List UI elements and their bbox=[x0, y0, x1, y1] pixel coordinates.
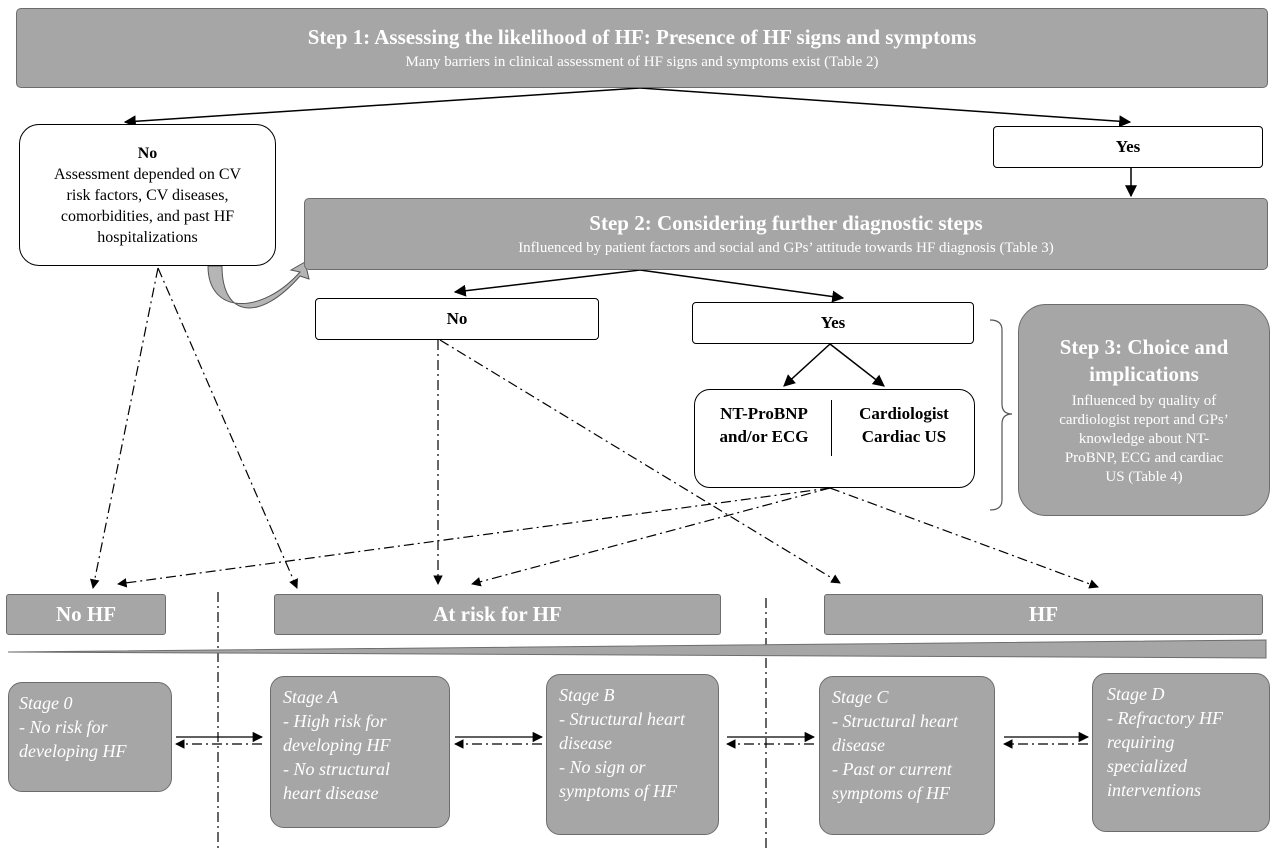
step2-title: Step 2: Considering further diagnostic s… bbox=[589, 210, 983, 235]
step1-no-title: No bbox=[137, 144, 158, 162]
step2-yes-label: Yes bbox=[820, 313, 846, 332]
arrow-step1-to-no bbox=[123, 87, 641, 128]
outcome-hf: HF bbox=[824, 594, 1263, 635]
arrow-step1-to-yes bbox=[639, 87, 1132, 128]
step1-no-line-1: Assessment depended on CV bbox=[53, 165, 242, 183]
dashdot-tests-to-nohf bbox=[117, 487, 831, 588]
stage-d-line-2: requiring bbox=[1107, 732, 1175, 752]
stage-c-box: Stage C - Structural heart disease - Pas… bbox=[819, 676, 995, 835]
stage-c-line-2: disease bbox=[832, 735, 885, 755]
step3-body-line-4: ProBNP, ECG and cardiac bbox=[1064, 449, 1224, 466]
stage-d-box: Stage D - Refractory HF requiring specia… bbox=[1092, 673, 1270, 832]
step1-no-box: No Assessment depended on CV risk factor… bbox=[19, 124, 276, 266]
stage-a-line-3: - No structural bbox=[283, 759, 391, 779]
stage-a-box: Stage A - High risk for developing HF - … bbox=[270, 676, 450, 828]
stage-0-line-2: developing HF bbox=[19, 741, 127, 761]
step3-bracket bbox=[989, 319, 1013, 511]
test-cardiologist-line-1: Cardiologist bbox=[859, 404, 949, 423]
stage-c-line-4: symptoms of HF bbox=[832, 783, 950, 803]
stage-b-line-3: - No sign or bbox=[559, 757, 646, 777]
step1-no-line-2: risk factors, CV diseases, bbox=[66, 186, 229, 204]
test-cardiologist-line-2: Cardiac US bbox=[861, 427, 947, 446]
arrow-step2-to-no bbox=[453, 269, 641, 297]
stage-0-box: Stage 0 - No risk for developing HF bbox=[8, 682, 172, 792]
step1-box: Step 1: Assessing the likelihood of HF: … bbox=[16, 8, 1268, 88]
arrow-yes-to-cardiologist bbox=[829, 343, 885, 387]
step1-yes-box: Yes bbox=[993, 126, 1263, 168]
step3-title-line-2: implications bbox=[1089, 361, 1199, 386]
step3-box: Step 3: Choice and implications Influenc… bbox=[1018, 304, 1270, 516]
stage-d-line-3: specialized bbox=[1107, 756, 1187, 776]
step1-subtitle: Many barriers in clinical assessment of … bbox=[405, 53, 879, 70]
step1-no-line-4: hospitalizations bbox=[97, 228, 198, 246]
tests-box: NT-ProBNP and/or ECG Cardiologist Cardia… bbox=[694, 389, 975, 488]
dashdot-no1-to-nohf bbox=[90, 267, 159, 589]
stage-0-line-1: - No risk for bbox=[19, 717, 108, 737]
arrow-step2-to-yes bbox=[639, 269, 845, 303]
stage-c-line-3: - Past or current bbox=[832, 759, 952, 779]
stage-d-line-1: - Refractory HF bbox=[1107, 708, 1223, 728]
step1-title: Step 1: Assessing the likelihood of HF: … bbox=[307, 24, 977, 49]
step2-box: Step 2: Considering further diagnostic s… bbox=[304, 198, 1268, 270]
stage-c-name: Stage C bbox=[832, 687, 889, 707]
step1-yes-label: Yes bbox=[1115, 137, 1141, 156]
stage-a-line-4: heart disease bbox=[283, 783, 379, 803]
test-ntprobnp-line-1: NT-ProBNP bbox=[720, 404, 808, 423]
stage-b-line-4: symptoms of HF bbox=[559, 781, 677, 801]
stage-a-name: Stage A bbox=[283, 687, 339, 707]
stage-0-name: Stage 0 bbox=[19, 693, 73, 713]
step3-body-line-3: knowledge about NT- bbox=[1078, 430, 1210, 447]
stage-a-line-1: - High risk for bbox=[283, 711, 387, 731]
stage-a-line-2: developing HF bbox=[283, 735, 391, 755]
step2-no-box: No bbox=[315, 298, 599, 340]
step2-yes-box: Yes bbox=[692, 302, 974, 344]
step3-title-line-1: Step 3: Choice and bbox=[1059, 334, 1229, 359]
step3-body-line-1: Influenced by quality of bbox=[1071, 392, 1217, 409]
tests-divider bbox=[831, 400, 832, 456]
step1-no-line-3: comorbidities, and past HF bbox=[60, 207, 235, 225]
dashdot-no2-to-hf bbox=[439, 339, 841, 584]
curved-arrow bbox=[207, 261, 310, 309]
outcome-at-risk: At risk for HF bbox=[274, 594, 721, 635]
test-ntprobnp: NT-ProBNP and/or ECG bbox=[703, 402, 825, 448]
dashdot-no1-to-atrisk bbox=[157, 267, 298, 589]
stage-b-line-1: - Structural heart bbox=[559, 709, 685, 729]
outcome-no-hf: No HF bbox=[6, 594, 166, 635]
dashdot-tests-to-atrisk bbox=[471, 487, 831, 587]
stage-d-line-4: interventions bbox=[1107, 780, 1201, 800]
stage-c-line-1: - Structural heart bbox=[832, 711, 958, 731]
step3-body-line-2: cardiologist report and GPs’ bbox=[1059, 411, 1229, 428]
test-ntprobnp-line-2: and/or ECG bbox=[719, 427, 809, 446]
stage-b-box: Stage B - Structural heart disease - No … bbox=[546, 674, 719, 835]
stage-d-name: Stage D bbox=[1107, 684, 1165, 704]
step2-subtitle: Influenced by patient factors and social… bbox=[518, 239, 1054, 256]
arrow-yes-to-ntprobnp bbox=[783, 343, 831, 387]
stage-gradient-wedge bbox=[7, 639, 1267, 659]
test-cardiologist: Cardiologist Cardiac US bbox=[837, 402, 971, 448]
step2-no-label: No bbox=[446, 309, 468, 328]
stage-b-name: Stage B bbox=[559, 685, 615, 705]
dashdot-tests-to-hf bbox=[829, 487, 1099, 589]
step3-body-line-5: US (Table 4) bbox=[1105, 468, 1183, 485]
stage-b-line-2: disease bbox=[559, 733, 612, 753]
